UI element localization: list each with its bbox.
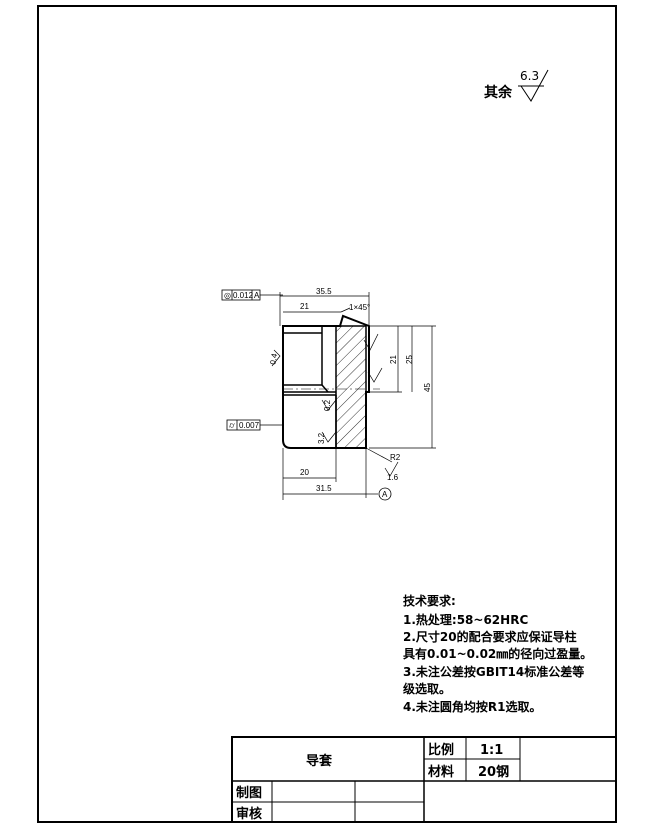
dim-height-25: 25 [405, 355, 414, 364]
tech-req-item: 级选取。 [403, 681, 451, 696]
cylindricity-icon: ⌭ [229, 421, 235, 430]
dim-radius: R2 [390, 453, 401, 462]
roughness-label: 其余 [484, 84, 513, 101]
roughness-note: 其余 6.3 [484, 69, 549, 102]
dim-bottom-inner: 20 [300, 468, 309, 477]
roughness-symbol-icon [520, 69, 549, 102]
scale-label: 比例 [428, 742, 454, 758]
dim-chamfer: 1×45° [349, 303, 370, 312]
tech-req-item: 2.尺寸20的配合要求应保证导柱 [403, 629, 577, 644]
rough-left: 0.4 [268, 352, 279, 365]
drawn-label: 制图 [236, 785, 262, 801]
rough-right2-icon [367, 367, 383, 383]
coaxiality-datum: A [254, 291, 260, 300]
rough-lower-icon [321, 431, 337, 443]
rough-lower: 3.2 [317, 432, 326, 444]
dim-height-21: 21 [389, 355, 398, 364]
tech-req-title: 技术要求: [403, 593, 456, 608]
rough-right-icon [363, 333, 379, 351]
scale-value: 1:1 [480, 743, 503, 758]
datum-a-marker [378, 487, 392, 501]
coaxiality-frame: ◎ 0.012 A [221, 289, 283, 301]
tech-req-item: 4.未注圆角均按R1选取。 [403, 699, 542, 714]
cylindricity-frame: ⌭ 0.007 [226, 419, 283, 431]
roughness-value: 6.3 [520, 69, 539, 83]
rough-left-icon [271, 349, 281, 367]
dim-top-overall: 35.5 [316, 287, 332, 296]
coaxiality-value: 0.012 [233, 291, 254, 300]
rough-center-icon [321, 399, 337, 411]
tech-req-item: 1.热处理:58~62HRC [403, 612, 528, 627]
dim-rough-r: 1.6 [387, 473, 399, 482]
checked-label: 审核 [236, 806, 262, 822]
material-value: 20钢 [478, 764, 509, 780]
cylindricity-value: 0.007 [239, 421, 260, 430]
coaxiality-icon: ◎ [224, 291, 231, 300]
dim-bottom-overall: 31.5 [316, 484, 332, 493]
tech-requirements: 技术要求: 1.热处理:58~62HRC 2.尺寸20的配合要求应保证导柱 具有… [403, 593, 592, 714]
dim-top-step: 21 [300, 302, 309, 311]
tech-req-item: 具有0.01~0.02㎜的径向过盈量。 [403, 646, 592, 661]
material-label: 材料 [428, 764, 454, 780]
datum-label: A [382, 490, 388, 499]
dimensions: 35.5 21 1×45° 21 25 45 20 31.5 A [268, 287, 436, 501]
rough-r-icon [384, 461, 399, 477]
title-block: 导套 比例 1:1 材料 20钢 制图 审核 [231, 736, 617, 823]
rough-center: 0.2 [323, 399, 332, 411]
section-hatching [335, 325, 367, 449]
part-name: 导套 [306, 753, 333, 769]
dim-height-45: 45 [423, 383, 432, 392]
tech-req-item: 3.未注公差按GBIT14标准公差等 [403, 664, 584, 679]
part-view [282, 314, 380, 449]
